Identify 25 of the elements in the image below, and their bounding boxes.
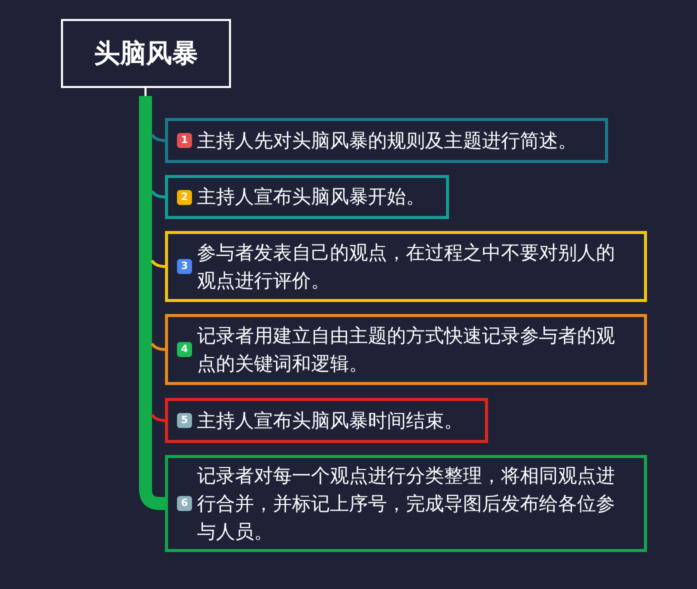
subtopic-box <box>165 175 449 219</box>
number-badge: 3 <box>177 259 192 274</box>
number-badge: 2 <box>177 190 192 204</box>
number-badge: 6 <box>177 496 192 511</box>
branch-line <box>150 134 166 142</box>
branch-line <box>150 260 166 268</box>
branch-line <box>139 488 166 510</box>
subtopic-text: 记录者对每一个观点进行分类整理，将相同观点进行合并，并标记上序号，完成导图后发布给各位参与人员。 <box>197 464 616 544</box>
subtopic-text: 主持人先对头脑风暴的规则及主题进行简述。 <box>197 128 577 154</box>
branch-line <box>150 414 166 422</box>
subtopic-box <box>165 314 647 385</box>
subtopic-text: 主持人宣布头脑风暴时间结束。 <box>197 408 463 434</box>
number-badge: 4 <box>177 342 192 357</box>
subtopic-box <box>165 118 608 163</box>
subtopic-text: 记录者用建立自由主题的方式快速记录参与者的观点的关键词和逻辑。 <box>197 324 616 376</box>
branch-line <box>150 342 166 351</box>
topic-title: 头脑风暴 <box>94 38 198 70</box>
subtopic-box <box>165 455 647 552</box>
subtopic-box <box>165 398 488 443</box>
number-badge: 1 <box>177 133 192 148</box>
central-topic-box <box>61 19 231 88</box>
subtopic-text: 主持人宣布头脑风暴开始。 <box>197 185 425 210</box>
subtopic-box <box>165 231 647 302</box>
subtopic-text: 参与者发表自己的观点，在过程之中不要对别人的观点进行评价。 <box>197 240 616 294</box>
number-badge: 5 <box>177 413 192 428</box>
